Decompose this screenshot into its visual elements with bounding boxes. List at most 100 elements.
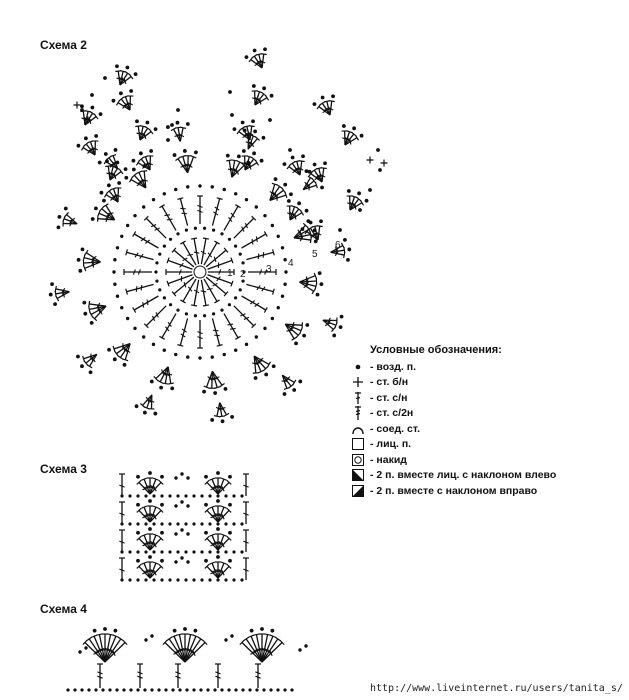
chain-dot bbox=[357, 191, 362, 196]
stitch-fan bbox=[293, 219, 318, 244]
chain-dot bbox=[224, 550, 228, 554]
chain-dot bbox=[198, 356, 202, 360]
chain-dot bbox=[170, 123, 174, 127]
stitch-symbol bbox=[180, 240, 197, 266]
chain-dot bbox=[162, 348, 166, 352]
chain-dot bbox=[282, 162, 287, 167]
legend-item: - ст. б/н bbox=[348, 375, 628, 391]
chain-dot bbox=[176, 550, 180, 554]
stitch-symbol bbox=[259, 633, 265, 662]
chain-dot bbox=[151, 342, 156, 347]
chain-dot bbox=[162, 192, 166, 196]
chain-dot bbox=[244, 342, 249, 347]
chain-dot bbox=[141, 205, 146, 209]
chain-dot bbox=[270, 223, 275, 228]
chain-dot bbox=[168, 494, 172, 498]
stitch-symbol bbox=[215, 663, 221, 688]
chain-dot bbox=[240, 578, 244, 582]
chain-dot bbox=[216, 578, 220, 582]
chain-dot bbox=[80, 108, 84, 112]
chain-dot bbox=[282, 392, 287, 396]
chain-dot bbox=[80, 688, 84, 692]
chain-dot bbox=[308, 220, 313, 225]
chain-dot bbox=[168, 578, 172, 582]
single-crochet-symbol bbox=[73, 101, 81, 109]
chain-dot bbox=[150, 688, 154, 692]
chain-dot bbox=[216, 522, 220, 526]
stitch-fan bbox=[269, 177, 293, 202]
chain-dot bbox=[331, 94, 335, 99]
chain-dot bbox=[220, 308, 224, 312]
chain-dot bbox=[120, 234, 124, 238]
chain-dot bbox=[136, 578, 140, 582]
stitch-symbol bbox=[176, 633, 186, 663]
chain-dot bbox=[224, 638, 228, 642]
stitch-fan bbox=[76, 353, 98, 375]
chain-dot bbox=[208, 522, 212, 526]
chain-dot bbox=[122, 688, 126, 692]
chain-dot bbox=[283, 182, 288, 187]
chain-dot bbox=[155, 261, 159, 265]
stitch-fan bbox=[286, 199, 309, 221]
chain-dot bbox=[200, 578, 204, 582]
single-crochet-symbol bbox=[366, 156, 374, 164]
chain-dot bbox=[101, 688, 105, 692]
stitch-fan bbox=[76, 247, 101, 273]
chain-dot bbox=[180, 528, 184, 532]
chain-dot bbox=[144, 522, 148, 526]
chain-dot bbox=[315, 292, 320, 297]
stitch-symbol bbox=[136, 507, 151, 523]
stitch-symbol bbox=[203, 240, 220, 266]
stitch-symbol bbox=[88, 300, 107, 308]
stitch-symbol bbox=[82, 353, 98, 362]
chain-dot bbox=[144, 550, 148, 554]
chain-dot bbox=[160, 530, 164, 535]
stitch-symbol bbox=[223, 313, 241, 340]
chain-dot bbox=[224, 522, 228, 526]
stitch-fan bbox=[300, 219, 323, 241]
chain-dot bbox=[160, 494, 164, 498]
chain-dot bbox=[358, 208, 362, 212]
stitch-symbol bbox=[261, 634, 276, 663]
chain-dot bbox=[240, 494, 244, 498]
stitch-symbol bbox=[119, 473, 125, 496]
chain-dot bbox=[117, 181, 122, 185]
chain-dot bbox=[208, 494, 212, 498]
chain-dot bbox=[76, 354, 80, 359]
chain-dot bbox=[97, 160, 102, 165]
chain-dot bbox=[144, 494, 148, 498]
chain-dot bbox=[162, 244, 167, 248]
chain-dot bbox=[304, 208, 309, 213]
stitch-symbol bbox=[186, 155, 197, 173]
stitch-symbol bbox=[200, 279, 209, 307]
chain-dot bbox=[150, 634, 154, 638]
stitch-fan bbox=[341, 124, 364, 146]
stitch-symbol bbox=[217, 533, 227, 551]
scheme-4-diagram bbox=[66, 627, 308, 692]
chain-dot bbox=[125, 65, 130, 70]
chain-dot bbox=[87, 688, 91, 692]
stitch-fan bbox=[111, 89, 134, 111]
stitch-symbol bbox=[125, 283, 154, 295]
chain-dot bbox=[276, 688, 280, 692]
chain-dot bbox=[271, 364, 276, 369]
chain-dot bbox=[184, 494, 188, 498]
stitch-symbol bbox=[119, 73, 134, 86]
stitch-symbol bbox=[281, 374, 290, 390]
chain-dot bbox=[222, 187, 226, 192]
chain-dot bbox=[103, 152, 108, 156]
legend-item-text: - возд. п. bbox=[370, 360, 416, 373]
chain-dot bbox=[290, 688, 294, 692]
stitch-symbol bbox=[197, 195, 203, 224]
chain-dot bbox=[158, 252, 162, 256]
stitch-symbol bbox=[320, 167, 327, 183]
chain-dot bbox=[292, 388, 297, 392]
chain-dot bbox=[368, 188, 372, 192]
chain-dot bbox=[184, 522, 188, 526]
chain-dot bbox=[157, 688, 161, 692]
stitch-symbol bbox=[205, 247, 229, 268]
stitch-symbol bbox=[127, 95, 134, 111]
chain-dot bbox=[341, 124, 346, 128]
chain-dot bbox=[168, 303, 173, 307]
stitch-symbol bbox=[182, 633, 188, 662]
